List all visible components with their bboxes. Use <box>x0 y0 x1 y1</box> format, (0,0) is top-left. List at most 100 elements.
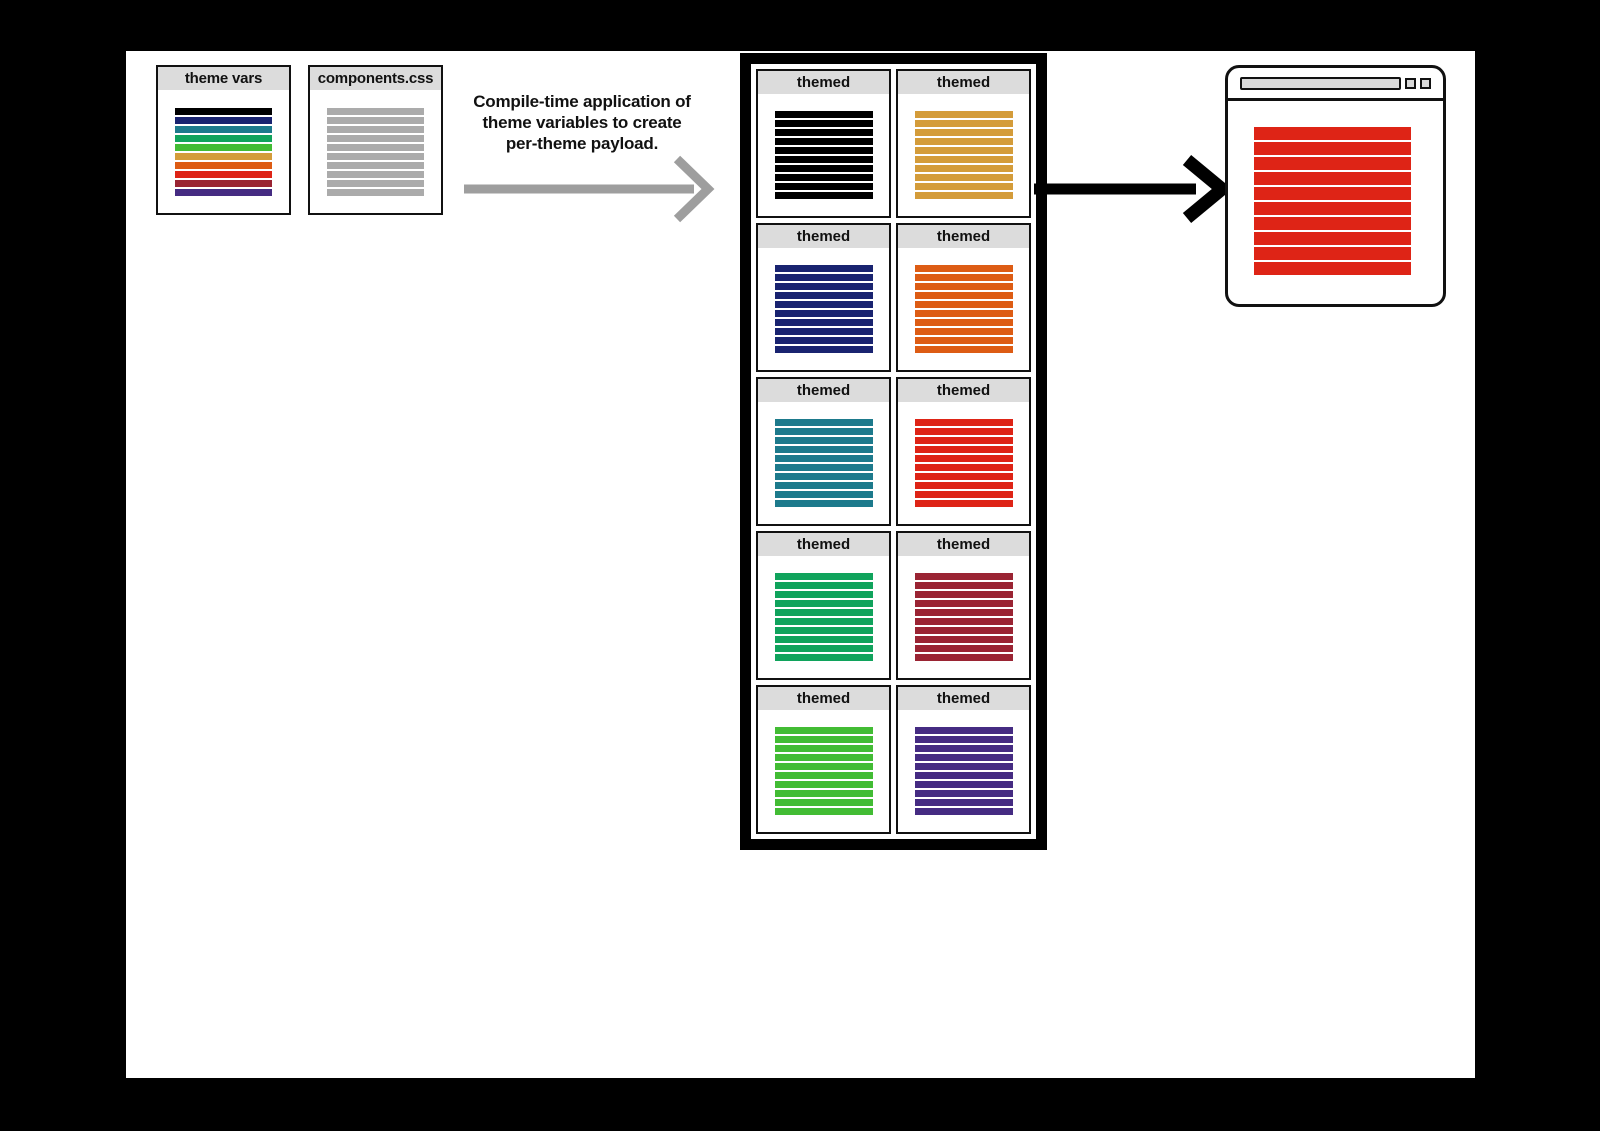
stripe <box>914 582 1013 589</box>
themed-card-gold: themed <box>896 69 1031 218</box>
stripe <box>914 319 1013 326</box>
themed-card-stripes <box>758 710 889 832</box>
themed-card-stripes <box>758 556 889 678</box>
theme-vars-file: theme vars <box>156 65 291 215</box>
stripe <box>1254 247 1411 260</box>
stripe <box>774 482 873 489</box>
components-css-stripes <box>310 108 441 196</box>
stripe <box>774 654 873 661</box>
stripe <box>774 328 873 335</box>
stripe <box>914 156 1013 163</box>
themed-card-light_green: themed <box>756 685 891 834</box>
themed-card-title: themed <box>898 533 1029 556</box>
stripe <box>1254 127 1411 140</box>
themed-card-green: themed <box>756 531 891 680</box>
stripe <box>774 446 873 453</box>
browser-topbar <box>1228 68 1443 101</box>
window-button-icon <box>1405 77 1417 89</box>
themed-card-stripes <box>898 248 1029 370</box>
stripe <box>175 162 272 169</box>
stripe <box>175 135 272 142</box>
stripe <box>774 346 873 353</box>
stripe <box>914 727 1013 734</box>
stripe <box>914 274 1013 281</box>
window-button-icon <box>1420 77 1431 89</box>
themed-card-maroon: themed <box>896 531 1031 680</box>
stripe <box>914 464 1013 471</box>
stripe <box>774 636 873 643</box>
caption-line: theme variables to create <box>482 113 682 132</box>
stripe <box>175 144 272 151</box>
stripe <box>774 437 873 444</box>
stripe <box>774 337 873 344</box>
stripe <box>175 117 272 124</box>
stripe <box>774 292 873 299</box>
themed-card-orange: themed <box>896 223 1031 372</box>
stripe <box>914 745 1013 752</box>
stripe <box>914 790 1013 797</box>
themed-card-title: themed <box>758 225 889 248</box>
stripe <box>774 772 873 779</box>
themed-card-stripes <box>758 248 889 370</box>
stripe <box>774 192 873 199</box>
stripe <box>914 283 1013 290</box>
stripe <box>914 763 1013 770</box>
themed-card-title: themed <box>898 71 1029 94</box>
themed-card-black: themed <box>756 69 891 218</box>
stripe <box>1254 157 1411 170</box>
stripe <box>327 171 424 178</box>
stripe <box>914 428 1013 435</box>
stripe <box>914 573 1013 580</box>
stripe <box>914 437 1013 444</box>
stripe <box>175 153 272 160</box>
themed-card-red: themed <box>896 377 1031 526</box>
theme-vars-title: theme vars <box>158 67 289 90</box>
stripe <box>774 301 873 308</box>
themed-card-stripes <box>758 94 889 216</box>
stripe <box>327 126 424 133</box>
stripe <box>914 129 1013 136</box>
stripe <box>914 174 1013 181</box>
stripe <box>914 337 1013 344</box>
themed-card-stripes <box>898 710 1029 832</box>
themed-card-title: themed <box>898 687 1029 710</box>
stripe <box>774 627 873 634</box>
stripe <box>774 274 873 281</box>
stripe <box>327 117 424 124</box>
stripe <box>774 754 873 761</box>
themed-card-title: themed <box>758 533 889 556</box>
stripe <box>327 144 424 151</box>
stripe <box>774 582 873 589</box>
stripe <box>774 310 873 317</box>
stripe <box>914 627 1013 634</box>
url-bar <box>1240 76 1402 90</box>
themed-card-title: themed <box>758 687 889 710</box>
stripe <box>1254 262 1411 275</box>
themed-card-stripes <box>758 402 889 524</box>
stripe <box>914 346 1013 353</box>
deliver-arrow-icon <box>1034 154 1230 224</box>
themed-card-stripes <box>898 402 1029 524</box>
stripe <box>774 736 873 743</box>
stripe <box>1254 142 1411 155</box>
themed-card-purple: themed <box>896 685 1031 834</box>
stripe <box>774 808 873 815</box>
browser-window <box>1225 65 1446 307</box>
caption-line: per-theme payload. <box>505 134 659 153</box>
stripe <box>774 174 873 181</box>
stripe <box>774 129 873 136</box>
stripe <box>774 645 873 652</box>
stripe <box>914 183 1013 190</box>
stripe <box>774 609 873 616</box>
stripe <box>914 147 1013 154</box>
stripe <box>1254 172 1411 185</box>
stripe <box>175 180 272 187</box>
stripe <box>175 108 272 115</box>
stripe <box>914 500 1013 507</box>
stripe <box>914 120 1013 127</box>
themed-card-title: themed <box>758 71 889 94</box>
stripe <box>774 428 873 435</box>
stripe <box>774 165 873 172</box>
stripe <box>774 600 873 607</box>
stripe <box>774 120 873 127</box>
